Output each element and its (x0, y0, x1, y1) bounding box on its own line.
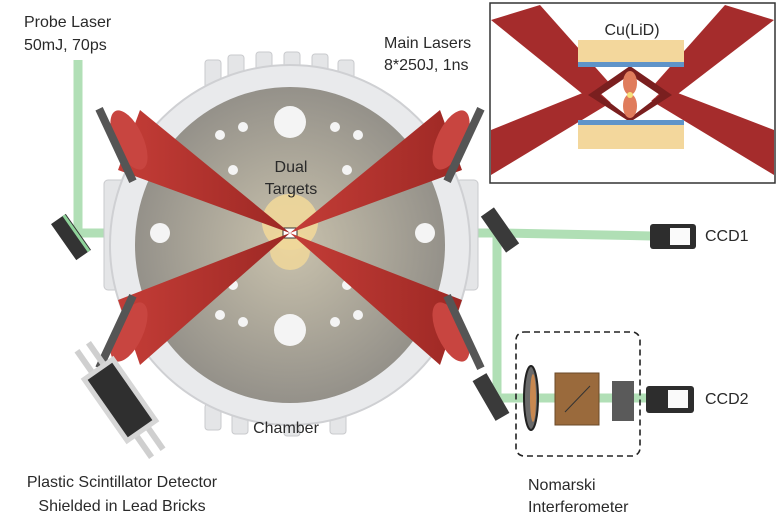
nomarski-label-line2: Interferometer (528, 499, 629, 516)
laser-cone-lower-right (290, 233, 485, 370)
vacuum-chamber (103, 51, 479, 437)
main-laser-cones (95, 107, 485, 370)
mirror-output (480, 207, 520, 253)
nomarski-interferometer (515, 331, 641, 457)
dual-targets-label-line1: Dual (275, 159, 308, 176)
main-lasers-label: Main Lasers (384, 35, 471, 52)
mirror-lower (472, 373, 510, 421)
laser-cone-upper-right (290, 107, 485, 233)
ccd2-label: CCD2 (705, 391, 749, 408)
ccd2-camera (646, 386, 694, 413)
ccd1-camera (650, 224, 696, 249)
detector-label-line2: Shielded in Lead Bricks (38, 498, 205, 515)
chamber-port-holes (150, 106, 435, 346)
plastic-scintillator-detector (74, 341, 166, 459)
probe-laser-spec: 50mJ, 70ps (24, 37, 107, 54)
laser-cone-upper-left (95, 107, 290, 233)
inset-target-upper (578, 40, 684, 64)
mirror-input (51, 213, 91, 261)
inset-target-lower (578, 125, 684, 149)
inset-plasma-upper (623, 71, 637, 95)
detector-label-line1: Plastic Scintillator Detector (27, 474, 218, 491)
interferometer-dashed-box (515, 331, 641, 457)
polarizer (612, 381, 634, 421)
nomarski-label-line1: Nomarski (528, 477, 596, 494)
probe-laser-label: Probe Laser (24, 14, 112, 31)
target-inset: Cu(LiD) (489, 2, 776, 184)
dual-targets-label-line2: Targets (265, 181, 317, 198)
inset-plasma-lower (623, 94, 637, 118)
lens-surface (530, 374, 536, 422)
laser-cone-lower-left (95, 233, 290, 370)
main-lasers-spec: 8*250J, 1ns (384, 57, 469, 74)
inset-target-label: Cu(LiD) (604, 22, 659, 39)
chamber-label: Chamber (253, 420, 319, 437)
ccd1-label: CCD1 (705, 228, 749, 245)
